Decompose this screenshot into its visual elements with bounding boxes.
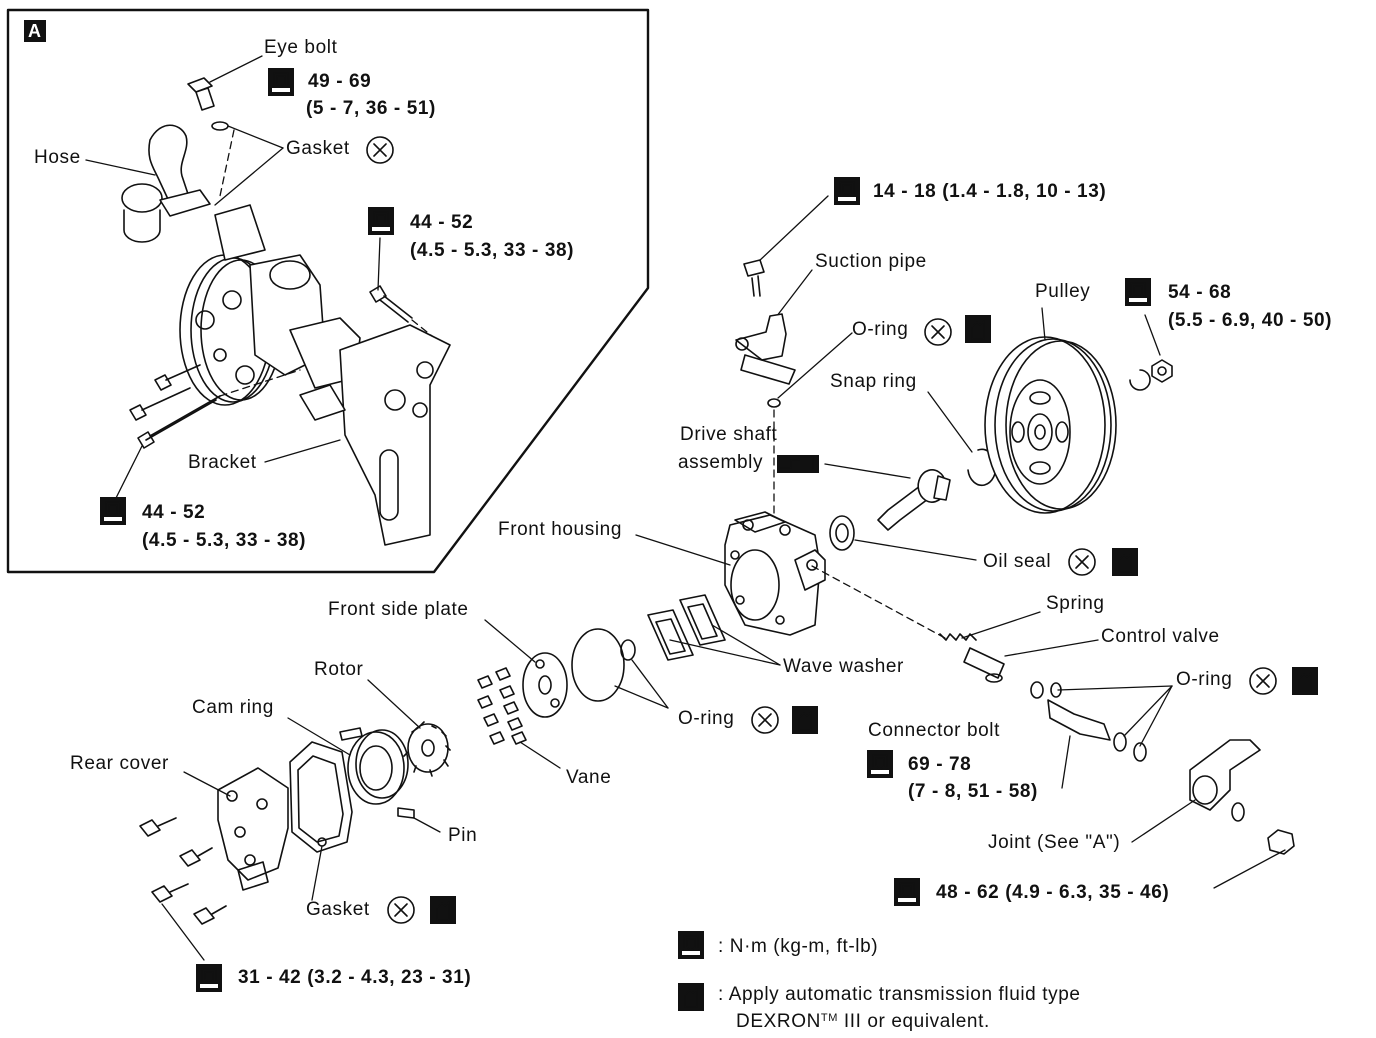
control-valve-part <box>963 639 1099 683</box>
o-ring-top-part <box>767 398 781 408</box>
bracket-part <box>264 324 451 546</box>
front-side-plate-label: Front side plate <box>328 599 469 620</box>
snap-ring-label: Snap ring <box>830 371 917 392</box>
drive-shaft-assembly-label: assembly <box>678 452 764 473</box>
o-ring-mid-label: O-ring <box>678 708 735 729</box>
do-not-reuse-x-icon <box>366 136 394 164</box>
connector-bolt-label: Connector bolt <box>868 720 1000 741</box>
bracket-label: Bracket <box>188 452 257 473</box>
apply-atf-icon <box>429 895 457 925</box>
connector-torque-value: 69 - 78 <box>908 754 972 775</box>
torque-wrench-icon <box>99 496 127 526</box>
control-valve-label: Control valve <box>1101 626 1220 647</box>
inset-upper-bolt <box>369 237 433 337</box>
pulley-nut-torque-units: (5.5 - 6.9, 40 - 50) <box>1168 310 1333 331</box>
oil-seal-part <box>829 515 977 561</box>
connector-torque-units: (7 - 8, 51 - 58) <box>908 781 1038 802</box>
rear-cover-part <box>183 767 289 891</box>
eye-bolt-torque-value: 49 - 69 <box>308 71 372 92</box>
o-ring-right-label: O-ring <box>1176 669 1233 690</box>
legend-fluid-text-2: DEXRONTM III or equivalent. <box>736 1011 990 1033</box>
drive-shaft-part <box>824 463 951 531</box>
torque-wrench-icon <box>677 930 705 960</box>
front-side-plate-part <box>484 619 568 718</box>
hose-part <box>85 124 211 243</box>
torque-wrench-icon <box>893 877 921 907</box>
inset-lower-bolts <box>114 364 301 501</box>
torque-wrench-icon <box>1124 277 1152 307</box>
vane-part <box>477 667 561 769</box>
suction-bolt-part <box>743 259 765 297</box>
connector-bolt-part <box>1030 681 1147 789</box>
pulley-nut-part <box>1129 314 1173 391</box>
rear-cover-label: Rear cover <box>70 753 169 774</box>
rear-cover-bolts <box>139 817 227 961</box>
pulley-part <box>984 307 1117 514</box>
do-not-reuse-x-icon <box>924 318 952 346</box>
eye-bolt-torque-units: (5 - 7, 36 - 51) <box>306 98 436 119</box>
dexron-label: DEXRON <box>736 1011 821 1032</box>
joint-part <box>1131 739 1295 889</box>
upper-bolt-torque-units: (4.5 - 5.3, 33 - 38) <box>410 240 575 261</box>
apply-atf-icon <box>1111 547 1139 577</box>
suction-bolt-torque: 14 - 18 (1.4 - 1.8, 10 - 13) <box>873 181 1107 202</box>
rear-cover-torque: 31 - 42 (3.2 - 4.3, 23 - 31) <box>238 967 472 988</box>
oil-seal-label: Oil seal <box>983 551 1052 572</box>
do-not-reuse-x-icon <box>751 706 779 734</box>
lower-bolt-torque-units: (4.5 - 5.3, 33 - 38) <box>142 530 307 551</box>
upper-bolt-torque-value: 44 - 52 <box>410 212 474 233</box>
pulley-nut-torque-value: 54 - 68 <box>1168 282 1232 303</box>
hose-label: Hose <box>34 147 81 168</box>
suction-pipe-label: Suction pipe <box>815 251 927 272</box>
lower-bolt-torque-value: 44 - 52 <box>142 502 206 523</box>
do-not-reuse-x-icon <box>387 896 415 924</box>
torque-wrench-icon <box>866 749 894 779</box>
wave-washer-part <box>647 594 781 666</box>
joint-nut-torque: 48 - 62 (4.9 - 6.3, 35 - 46) <box>936 882 1170 903</box>
apply-atf-icon <box>791 705 819 735</box>
torque-wrench-icon <box>195 963 223 993</box>
apply-atf-icon <box>1291 666 1319 696</box>
drive-shaft-label: Drive shaft <box>680 424 778 445</box>
torque-wrench-icon <box>367 206 395 236</box>
apply-atf-icon <box>964 314 992 344</box>
do-not-reuse-x-icon <box>1068 548 1096 576</box>
apply-grease-icon <box>777 455 819 473</box>
inset-badge-box <box>24 20 46 42</box>
trademark-sup: TM <box>820 1012 838 1024</box>
wave-washer-label: Wave washer <box>783 656 904 677</box>
legend-fluid-text: : Apply automatic transmission fluid typ… <box>718 984 1081 1005</box>
pump-assembly-inset <box>179 204 361 406</box>
o-ring-mid-part <box>571 628 669 709</box>
legend-torque-text: : N·m (kg-m, ft-lb) <box>718 936 879 957</box>
pulley-label: Pulley <box>1035 281 1091 302</box>
gasket-inset-label: Gasket <box>286 138 350 159</box>
eye-bolt-part <box>187 55 263 131</box>
front-housing-part <box>635 511 826 636</box>
cam-ring-label: Cam ring <box>192 697 274 718</box>
inset-a-frame <box>6 8 650 574</box>
gasket-bottom-label: Gasket <box>306 899 370 920</box>
pin-label: Pin <box>448 825 478 846</box>
pin-part <box>397 807 441 833</box>
apply-atf-icon <box>677 982 705 1012</box>
joint-label: Joint (See "A") <box>988 832 1121 853</box>
spring-label: Spring <box>1046 593 1105 614</box>
front-housing-label: Front housing <box>498 519 622 540</box>
gasket-bottom-part <box>289 741 353 901</box>
rotor-label: Rotor <box>314 659 364 680</box>
o-ring-top-label: O-ring <box>852 319 909 340</box>
fluid-equivalent-label: III or equivalent. <box>837 1011 990 1032</box>
torque-wrench-icon <box>267 67 295 97</box>
inset-badge-label: A <box>28 21 42 41</box>
spring-part <box>939 611 1041 641</box>
vane-label: Vane <box>566 767 612 788</box>
torque-wrench-icon <box>833 176 861 206</box>
rotor-part <box>367 679 451 777</box>
suction-pipe-part <box>735 313 796 385</box>
eye-bolt-label: Eye bolt <box>264 37 338 58</box>
do-not-reuse-x-icon <box>1249 667 1277 695</box>
cam-ring-part <box>287 717 409 805</box>
